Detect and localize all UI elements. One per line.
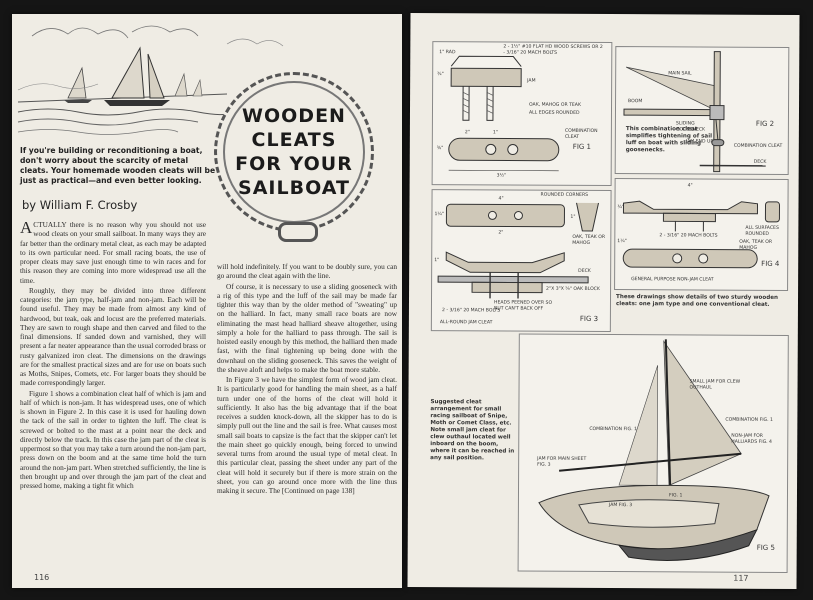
page-number: 117 — [733, 573, 749, 583]
left-page: WOODEN CLEATS FOR YOUR SAILBOAT If you'r… — [12, 14, 402, 588]
fig3-note-corners: ROUNDED CORNERS — [540, 192, 589, 198]
fig1-dim-spacing: 1" — [492, 130, 498, 136]
fig5-note-jam: JAM FIG. 3 — [608, 503, 633, 509]
fig3-drawing — [437, 202, 600, 299]
fig2-drawing — [623, 51, 766, 173]
title-line-3: FOR YOUR — [235, 153, 353, 175]
paragraph: In Figure 3 we have the simplest form of… — [217, 375, 397, 495]
fig3-note-bolts: 2 - 3/16" 20 MACH BOLTS — [441, 308, 501, 314]
fig1-dim-offset: 2" — [464, 130, 470, 136]
intro-text: If you're building or reconditioning a b… — [20, 146, 216, 185]
fig4-note-wood: OAK, TEAK OR MAHOG — [739, 239, 773, 251]
fig2-note-cleat: COMBINATION CLEAT — [733, 143, 783, 149]
paragraph: Of course, it is necessary to use a slid… — [217, 281, 397, 374]
fig1-note-rad: 1" RAD — [439, 50, 456, 56]
fig3-note-heads: HEADS PEENED OVER SO NUT CAN'T BACK OFF — [493, 300, 553, 312]
fig5-drawing — [538, 339, 770, 561]
title-rope-circle: WOODEN CLEATS FOR YOUR SAILBOAT — [214, 72, 374, 232]
fig4-label: FIG 4 — [761, 259, 780, 268]
fig3-dim-height: 1" — [434, 258, 440, 264]
title-line-4: SAILBOAT — [238, 177, 350, 199]
fig3-dim-length: 4" — [498, 196, 504, 202]
fig4-drawing — [622, 200, 781, 269]
figure-4: 4" 2 - 3/16" 20 MACH BOLTS ALL SURFACES … — [614, 178, 789, 291]
article-column-2: will hold indefinitely. If you want to b… — [217, 262, 397, 580]
figure-5: SMALL JAM FOR CLEW OUTHAUL COMBINATION F… — [517, 333, 789, 573]
fig5-label: FIG 5 — [756, 543, 775, 552]
figure-1: 1" RAD 2 - 1½" #10 FLAT HD WOOD SCREWS O… — [431, 41, 613, 187]
fig5-note-outhaul: SMALL JAM FOR CLEW OUTHAUL — [689, 379, 741, 391]
figure-3: ROUNDED CORNERS OAK, TEAK OR MAHOG DECK … — [430, 189, 612, 333]
fig1-note-wood: OAK, MAHOG OR TEAK — [529, 102, 581, 108]
fig3-note-wood: OAK, TEAK OR MAHOG — [572, 234, 606, 246]
fig4-note-title: GENERAL PURPOSE NON-JAM CLEAT — [631, 277, 714, 283]
sailboat-header-illustration — [12, 14, 402, 144]
fig1-note-jam: JAM — [527, 78, 536, 84]
page-number: 116 — [34, 573, 50, 582]
byline: by William F. Crosby — [22, 198, 138, 212]
fig5-note-halliards: NON-JAM FOR HALLIARDS FIG. 4 — [731, 433, 772, 445]
fig4-note-bolts: 2 - 3/16" 20 MACH BOLTS — [659, 233, 718, 239]
fig5-note-combo-left: COMBINATION FIG. 1 — [589, 426, 637, 433]
fig2-label: FIG 2 — [755, 119, 775, 128]
title-line-1: WOODEN — [242, 105, 346, 127]
fig1-drawing — [448, 55, 560, 172]
fig3-dim-depth: 1" — [570, 214, 576, 220]
fig1-dim-width: ⅜" — [436, 146, 444, 152]
fig1-label: FIG 1 — [572, 142, 592, 151]
paragraph: Roughly, they may be divided into three … — [20, 285, 206, 388]
fig1-note-cleat: COMBINATION CLEAT — [564, 128, 598, 140]
fig4-caption: These drawings show details of two sturd… — [615, 294, 779, 308]
fig3-note-title: ALL-ROUND JAM CLEAT — [439, 320, 493, 326]
fig2-caption: This combination cleat simplifies tighte… — [625, 126, 713, 154]
fig4-note-rounded: ALL SURFACES ROUNDED — [745, 225, 779, 237]
fig3-label: FIG 3 — [579, 314, 599, 323]
fig5-note-fig1: FIG. 1 — [668, 493, 683, 499]
paragraph: CTUALLY there is no reason why you shoul… — [20, 220, 206, 285]
fig3-note-deck: DECK — [578, 268, 591, 274]
fig2-note-sail: MAIN SAIL — [668, 71, 692, 77]
fig3-note-block: 2"x 3"x ⅝" OAK BLOCK — [546, 286, 600, 292]
fig2-note-boom: BOOM — [628, 99, 643, 105]
fig5-note-mainsheet: JAM FOR MAIN SHEET FIG. 3 — [537, 456, 587, 468]
fig1-note-screws: 2 - 1½" #10 FLAT HD WOOD SCREWS OR 2 - 3… — [503, 44, 603, 56]
right-page: 1" RAD 2 - 1½" #10 FLAT HD WOOD SCREWS O… — [407, 12, 800, 590]
fig3-dim-width: 1¼" — [434, 212, 444, 218]
fig1-note-edges: ALL EDGES ROUNDED — [528, 110, 580, 116]
fig5-caption: Suggested cleat arrangement for small ra… — [430, 399, 515, 462]
fig1-dim-length: 3½" — [496, 173, 507, 179]
drop-cap: A — [20, 218, 33, 237]
fig4-dim-length: 4" — [687, 183, 693, 189]
rope-knot — [278, 222, 318, 242]
paragraph: will hold indefinitely. If you want to b… — [217, 262, 397, 281]
fig1-dim-height: ¾" — [437, 72, 444, 78]
fig4-dim-width: 1¼" — [617, 239, 627, 245]
figure-2: MAIN SAIL BOOM SLIDING GOOSENECK JAM END… — [614, 46, 790, 175]
fig4-dim-height: ¾" — [617, 205, 625, 211]
title-line-2: CLEATS — [251, 129, 337, 151]
fig3-dim-spacing: 2" — [498, 230, 504, 236]
fig2-note-deck: DECK — [753, 159, 767, 165]
fig5-note-combo-right: COMBINATION FIG. 1 — [725, 417, 773, 423]
paragraph: Figure 1 shows a combination cleat half … — [20, 388, 206, 491]
